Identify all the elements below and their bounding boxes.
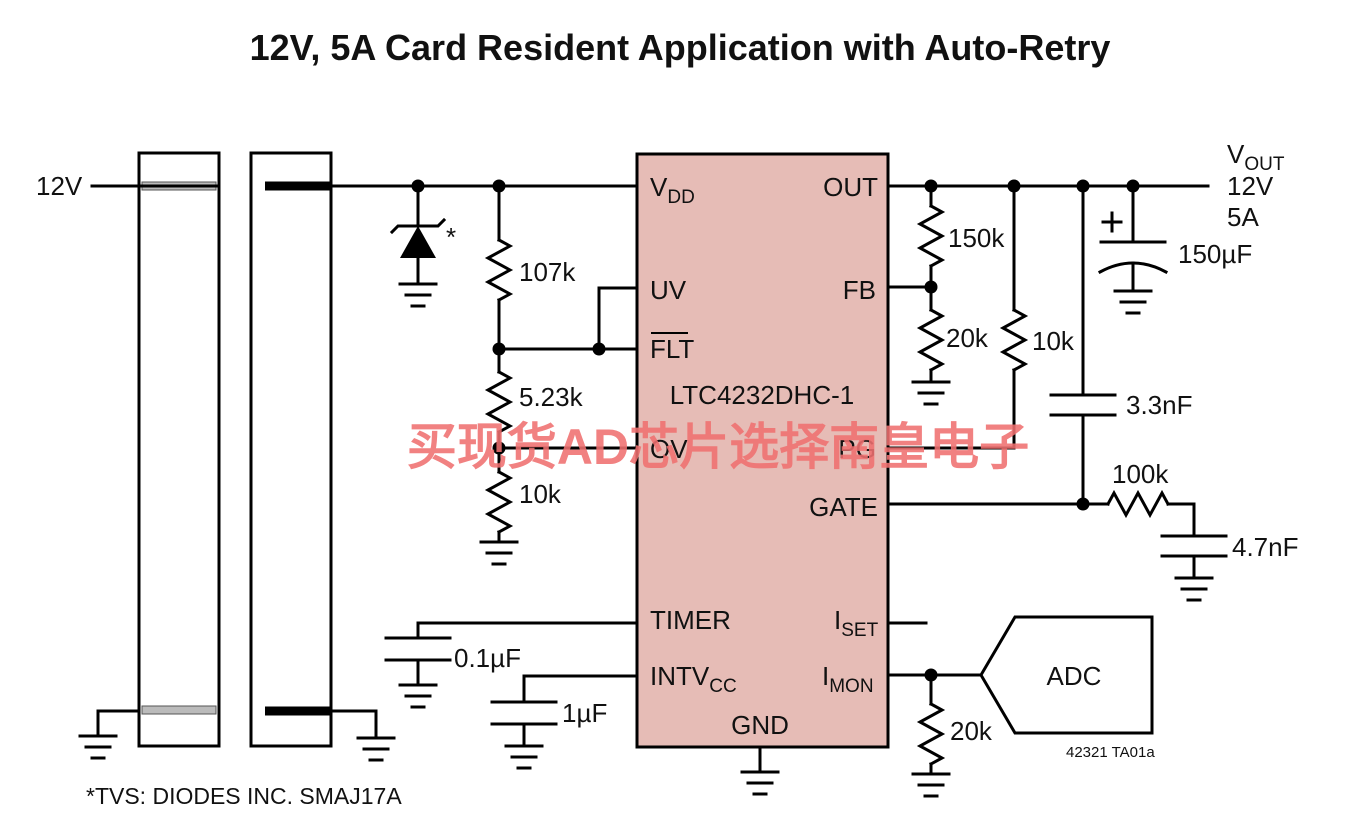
- c-gate-label: 3.3nF: [1126, 390, 1193, 420]
- pin-vdd: VDD: [650, 172, 695, 208]
- ic-body: [635, 152, 890, 749]
- ic-part-number: LTC4232DHC-1: [670, 380, 854, 410]
- junction-dots-left: [411, 179, 606, 455]
- gate-capacitor: [1049, 184, 1117, 506]
- r-pg-label: 10k: [1032, 326, 1075, 356]
- r-fb-top-label: 150k: [948, 223, 1005, 253]
- watermark-text: 买现货AD芯片选择南皇电子: [407, 419, 1029, 475]
- pin-timer: TIMER: [650, 605, 731, 635]
- pin-gate: GATE: [809, 492, 878, 522]
- uv-divider-resistors: [479, 184, 519, 566]
- gate-rc-network: [886, 489, 1228, 602]
- vout-current-label: 5A: [1227, 202, 1259, 232]
- pin-iset: ISET: [834, 605, 879, 641]
- figure-id: 42321 TA01a: [1066, 744, 1155, 761]
- uv-wire: [597, 286, 639, 351]
- vout-voltage-label: 12V: [1227, 171, 1274, 201]
- c-gate2-label: 4.7nF: [1232, 532, 1299, 562]
- connector-ground-left: [78, 709, 141, 760]
- pin-pg: PG: [838, 434, 876, 464]
- pin-ov: OV: [650, 434, 688, 464]
- c-out-label: 150µF: [1178, 239, 1252, 269]
- pin-uv: UV: [650, 275, 687, 305]
- c-intvcc-label: 1µF: [562, 698, 607, 728]
- r-fb-bot-label: 20k: [946, 323, 989, 353]
- intvcc-capacitor: [490, 674, 639, 770]
- ic-ground: [740, 745, 780, 796]
- output-capacitor: [1097, 184, 1169, 315]
- fb-divider-resistors: [911, 184, 951, 406]
- input-voltage-label: 12V: [36, 171, 83, 201]
- adc-block: [979, 615, 1154, 735]
- tvs-asterisk: *: [446, 222, 456, 252]
- adc-label: ADC: [1047, 661, 1102, 691]
- r-uv-mid-label: 5.23k: [519, 382, 584, 412]
- pin-intvcc: INTVCC: [650, 661, 737, 697]
- diagram-title: 12V, 5A Card Resident Application with A…: [250, 27, 1111, 68]
- pin-flt: FLT: [650, 334, 694, 364]
- pin-imon: IMON: [822, 661, 874, 697]
- connector-ground-right: [329, 709, 396, 762]
- pin-fb: FB: [843, 275, 876, 305]
- r-imon-label: 20k: [950, 716, 993, 746]
- tvs-footnote: *TVS: DIODES INC. SMAJ17A: [86, 783, 402, 809]
- pin-out: OUT: [823, 172, 878, 202]
- vout-label: VOUT: [1227, 139, 1285, 175]
- timer-capacitor: [384, 621, 639, 709]
- r-uv-top-label: 107k: [519, 257, 576, 287]
- c-timer-label: 0.1µF: [454, 643, 521, 673]
- r-gate-label: 100k: [1112, 459, 1169, 489]
- r-uv-bot-label: 10k: [519, 479, 562, 509]
- junction-dots-right: [924, 179, 1140, 682]
- pin-gnd: GND: [731, 710, 789, 740]
- tvs-diode: [389, 184, 447, 308]
- pg-pullup-resistor: [886, 184, 1029, 450]
- card-edge-connector: [137, 151, 333, 748]
